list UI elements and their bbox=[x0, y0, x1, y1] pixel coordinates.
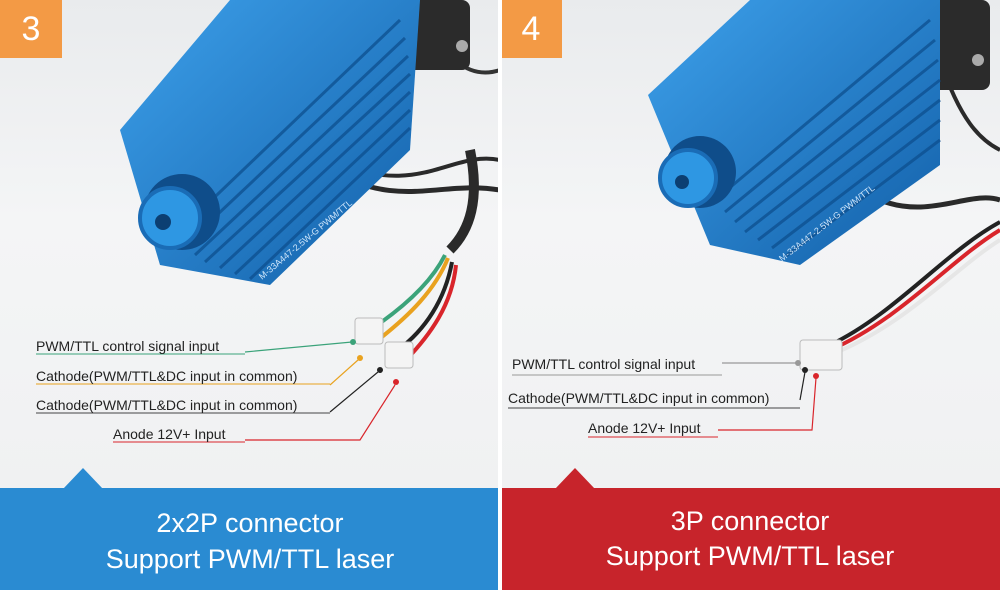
connector-3p bbox=[799, 339, 843, 371]
panel-divider bbox=[498, 0, 502, 590]
banner-title: 2x2P connector bbox=[156, 508, 344, 538]
label-cathode: Cathode(PWM/TTL&DC input in common) bbox=[508, 390, 770, 406]
label-cathode-2: Cathode(PWM/TTL&DC input in common) bbox=[36, 397, 298, 413]
focus-knob bbox=[138, 186, 202, 250]
focus-knob bbox=[658, 148, 718, 208]
product-photo: M-33A447-2.5W-G PWM/TTL 3 PWM/TTL contro… bbox=[0, 0, 500, 488]
product-photo: M-33A447-2.5W-G PWM/TTL 4 PWM/TTL contro… bbox=[500, 0, 1000, 488]
banner-title: 3P connector bbox=[670, 506, 830, 536]
step-number-badge: 3 bbox=[0, 0, 62, 58]
connector-2p-bottom bbox=[384, 341, 414, 369]
step-number-badge: 4 bbox=[500, 0, 562, 58]
caption-banner: 3P connector Support PWM/TTL laser bbox=[500, 468, 1000, 590]
label-anode-12v: Anode 12V+ Input bbox=[588, 420, 701, 436]
label-pwm-ttl-signal: PWM/TTL control signal input bbox=[36, 338, 220, 354]
panel-3p-connector: M-33A447-2.5W-G PWM/TTL 4 PWM/TTL contro… bbox=[500, 0, 1000, 590]
label-cathode-1: Cathode(PWM/TTL&DC input in common) bbox=[36, 368, 298, 384]
caption-banner: 2x2P connector Support PWM/TTL laser bbox=[0, 468, 500, 590]
laser-module-illustration: M-33A447-2.5W-G PWM/TTL bbox=[36, 0, 500, 443]
label-pwm-ttl-signal: PWM/TTL control signal input bbox=[512, 356, 696, 372]
connector-2p-top bbox=[354, 317, 384, 345]
panel-2x2p-connector: M-33A447-2.5W-G PWM/TTL 3 PWM/TTL contro… bbox=[0, 0, 500, 590]
banner-subtitle: Support PWM/TTL laser bbox=[605, 541, 895, 571]
banner-pointer bbox=[555, 468, 595, 489]
banner-pointer bbox=[63, 468, 103, 489]
label-anode-12v: Anode 12V+ Input bbox=[113, 426, 226, 442]
laser-module-illustration: M-33A447-2.5W-G PWM/TTL bbox=[508, 0, 1000, 438]
banner-subtitle: Support PWM/TTL laser bbox=[105, 544, 395, 574]
